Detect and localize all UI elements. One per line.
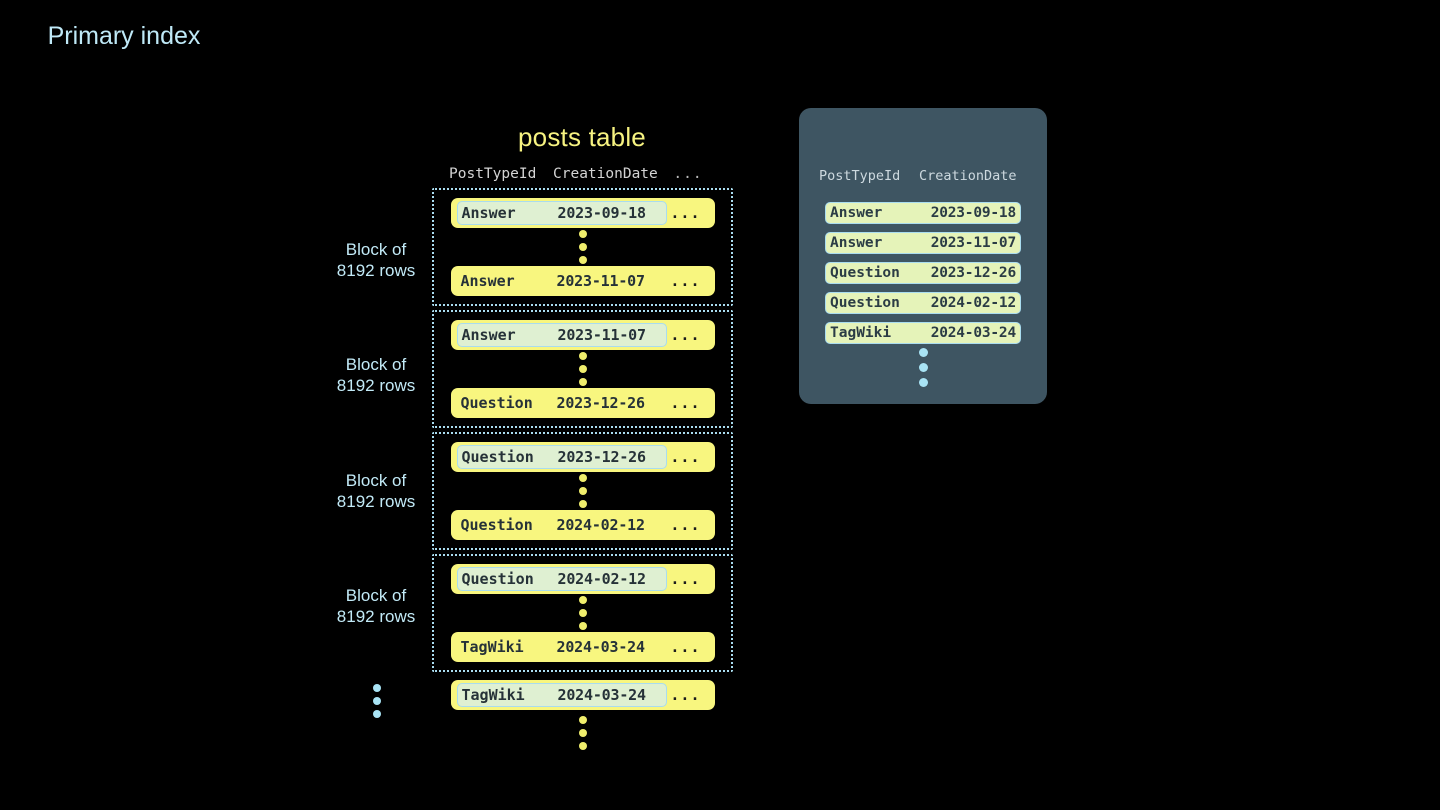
index-column-header-creationdate: CreationDate [919, 168, 1017, 184]
block-label-line1: Block of [345, 240, 407, 259]
table-row: Question 2024-02-12 ... [450, 564, 715, 594]
row-ellipsis-vertical [434, 472, 731, 510]
index-row: Question 2024-02-12 [825, 292, 1021, 314]
index-row-creationdate: 2024-02-12 [930, 295, 1017, 311]
block-2: Answer 2023-11-07 ... Question 2023-12-2… [432, 310, 733, 428]
row-posttypeid: Question [461, 570, 534, 588]
index-row-creationdate: 2023-09-18 [930, 205, 1017, 221]
table-row: Question 2023-12-26 ... [450, 388, 715, 418]
index-row-posttypeid: Answer [830, 235, 883, 251]
row-more: ... [670, 570, 701, 588]
index-row-creationdate: 2023-11-07 [930, 235, 1017, 251]
table-row: Answer 2023-09-18 ... [450, 198, 715, 228]
index-row-creationdate: 2023-12-26 [930, 265, 1017, 281]
block-label-line1: Block of [345, 586, 407, 605]
row-creationdate: 2024-03-24 [556, 638, 646, 656]
posts-table-blocks: Answer 2023-09-18 ... Answer 2023-11-07 … [432, 188, 733, 752]
table-row: TagWiki 2024-03-24 ... [450, 632, 715, 662]
row-more: ... [670, 516, 701, 534]
row-posttypeid: Question [460, 516, 533, 534]
row-highlight-group: Question 2023-12-26 [456, 445, 667, 469]
row-posttypeid: Answer [461, 326, 516, 344]
index-row: Answer 2023-09-18 [825, 202, 1021, 224]
block-label-line1: Block of [345, 355, 407, 374]
row-posttypeid: Answer [461, 204, 516, 222]
index-column-header-posttypeid: PostTypeId [819, 168, 901, 184]
index-row-posttypeid: TagWiki [830, 325, 892, 341]
index-row-posttypeid: Question [830, 295, 900, 311]
row-highlight-group: Answer 2023-09-18 [456, 201, 667, 225]
row-ellipsis-vertical [434, 350, 731, 388]
table-row: Answer 2023-11-07 ... [450, 266, 715, 296]
row-ellipsis-vertical [434, 594, 731, 632]
table-continuation-ellipsis [355, 682, 398, 720]
block-label-line1: Block of [345, 471, 407, 490]
row-creationdate: 2024-03-24 [557, 686, 647, 704]
block-label-line2: 8192 rows [336, 376, 416, 395]
row-more: ... [670, 326, 701, 344]
row-creationdate: 2023-12-26 [557, 448, 647, 466]
index-row: TagWiki 2024-03-24 [825, 322, 1021, 344]
table-row-tail: TagWiki 2024-03-24 ... [450, 680, 715, 710]
block-1: Answer 2023-09-18 ... Answer 2023-11-07 … [432, 188, 733, 306]
primary-index-rows: Answer 2023-09-18 Answer 2023-11-07 Ques… [825, 202, 1021, 352]
row-highlight-group: Question 2024-02-12 [456, 567, 667, 591]
row-highlight-group: Answer 2023-11-07 [456, 323, 667, 347]
row-posttypeid: Question [461, 448, 534, 466]
posts-table-column-headers: PostTypeId CreationDate ... [449, 166, 713, 182]
row-posttypeid: TagWiki [460, 638, 524, 656]
block-label-2: Block of 8192 rows [301, 354, 451, 396]
block-label-4: Block of 8192 rows [301, 585, 451, 627]
index-continuation-ellipsis [825, 348, 1021, 387]
block-4: Question 2024-02-12 ... TagWiki 2024-03-… [432, 554, 733, 672]
index-row-creationdate: 2024-03-24 [930, 325, 1017, 341]
row-more: ... [670, 394, 701, 412]
block-label-line2: 8192 rows [336, 607, 416, 626]
row-creationdate: 2024-02-12 [557, 570, 647, 588]
column-header-creationdate: CreationDate [553, 166, 658, 182]
index-row: Answer 2023-11-07 [825, 232, 1021, 254]
row-highlight-group: TagWiki 2024-03-24 [456, 683, 667, 707]
block-label-1: Block of 8192 rows [301, 239, 451, 281]
primary-index-title: Primary index [47, 22, 201, 50]
table-ellipsis-vertical [432, 714, 733, 752]
table-row: Question 2024-02-12 ... [450, 510, 715, 540]
block-label-line2: 8192 rows [336, 261, 416, 280]
row-cells: Question 2023-12-26 [457, 391, 665, 415]
index-row: Question 2023-12-26 [825, 262, 1021, 284]
row-posttypeid: Answer [460, 272, 515, 290]
primary-index-column-headers: PostTypeId CreationDate [819, 168, 1029, 184]
block-label-3: Block of 8192 rows [301, 470, 451, 512]
row-more: ... [670, 638, 701, 656]
column-header-more: ... [673, 166, 703, 182]
row-more: ... [670, 204, 701, 222]
row-ellipsis-vertical [434, 228, 731, 266]
row-creationdate: 2023-12-26 [556, 394, 646, 412]
table-row: Answer 2023-11-07 ... [450, 320, 715, 350]
row-posttypeid: TagWiki [461, 686, 525, 704]
row-more: ... [670, 272, 701, 290]
block-3: Question 2023-12-26 ... Question 2024-02… [432, 432, 733, 550]
row-creationdate: 2023-09-18 [557, 204, 647, 222]
column-header-posttypeid: PostTypeId [449, 166, 537, 182]
posts-table-title: posts table [518, 122, 646, 152]
index-row-posttypeid: Question [830, 265, 900, 281]
row-cells: Answer 2023-11-07 [457, 269, 665, 293]
block-label-line2: 8192 rows [336, 492, 416, 511]
row-cells: TagWiki 2024-03-24 [457, 635, 665, 659]
index-row-posttypeid: Answer [830, 205, 883, 221]
row-creationdate: 2023-11-07 [556, 272, 646, 290]
row-posttypeid: Question [460, 394, 533, 412]
row-creationdate: 2023-11-07 [557, 326, 647, 344]
row-more: ... [670, 448, 701, 466]
row-cells: Question 2024-02-12 [457, 513, 665, 537]
table-row: Question 2023-12-26 ... [450, 442, 715, 472]
row-more: ... [670, 686, 701, 704]
row-creationdate: 2024-02-12 [556, 516, 646, 534]
